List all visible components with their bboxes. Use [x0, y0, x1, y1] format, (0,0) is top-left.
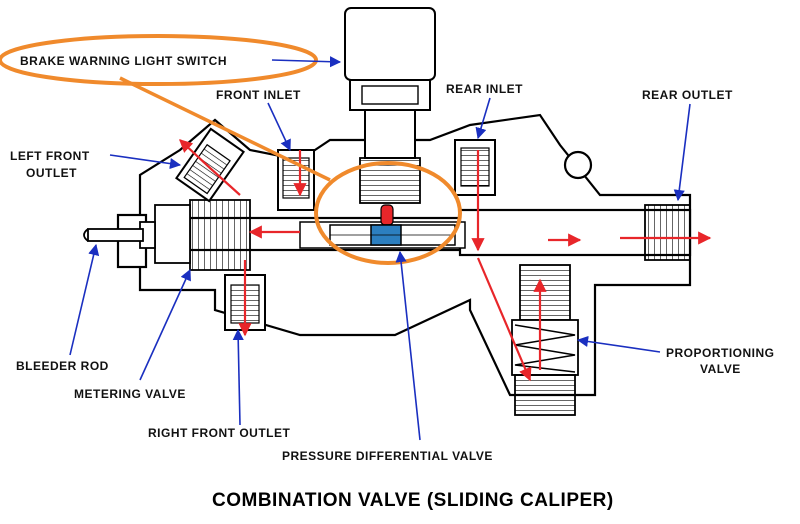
highlight-annotations	[0, 34, 462, 265]
label-metering-valve: METERING VALVE	[74, 387, 186, 401]
diagram-title: COMBINATION VALVE (SLIDING CALIPER)	[212, 490, 614, 511]
label-rear-outlet: REAR OUTLET	[642, 88, 733, 102]
switch-label-highlight	[0, 34, 318, 86]
switch-plunger	[380, 204, 394, 226]
leader-lines	[69, 56, 691, 441]
proportioning-valve-assembly	[511, 264, 579, 416]
label-left-front-outlet-2: OUTLET	[26, 166, 77, 180]
label-brake-warning-light-switch: BRAKE WARNING LIGHT SWITCH	[20, 54, 227, 68]
rear-outlet-port	[644, 204, 691, 261]
pressure-differential-piston	[329, 224, 456, 246]
fluid-flow-arrows	[179, 139, 712, 382]
label-front-inlet: FRONT INLET	[216, 88, 301, 102]
rear-inlet-port	[454, 139, 496, 196]
metering-valve-assembly	[139, 199, 251, 271]
label-rear-inlet: REAR INLET	[446, 82, 523, 96]
label-right-front-outlet: RIGHT FRONT OUTLET	[148, 426, 290, 440]
label-proportioning-valve-2: VALVE	[700, 362, 741, 376]
bleeder-rod-shape	[83, 228, 144, 242]
label-left-front-outlet-1: LEFT FRONT	[10, 149, 90, 163]
label-bleeder-rod: BLEEDER ROD	[16, 359, 109, 373]
label-proportioning-valve-1: PROPORTIONING	[666, 346, 775, 360]
highlight-connector	[119, 76, 331, 182]
switch-body-highlight	[314, 161, 462, 265]
label-pressure-differential-valve: PRESSURE DIFFERENTIAL VALVE	[282, 449, 493, 463]
